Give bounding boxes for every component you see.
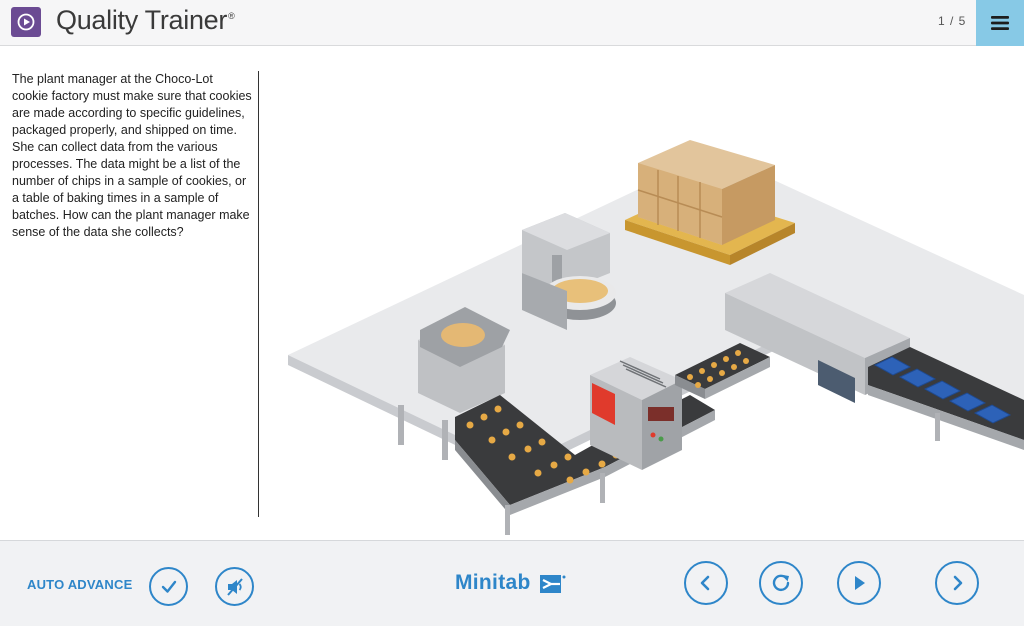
dough-hopper-icon bbox=[398, 307, 510, 460]
registered-mark: ® bbox=[228, 11, 235, 21]
lesson-text: The plant manager at the Choco-Lot cooki… bbox=[12, 72, 252, 239]
chevron-left-icon bbox=[700, 575, 710, 591]
header-bar: Quality Trainer® 1 / 5 bbox=[0, 0, 1024, 46]
content-divider bbox=[258, 71, 259, 517]
minitab-logo-icon bbox=[540, 575, 566, 593]
content-area: The plant manager at the Choco-Lot cooki… bbox=[0, 47, 1024, 540]
brand-name: Minitab bbox=[455, 571, 531, 594]
right-conveyor-icon bbox=[675, 343, 770, 399]
page-indicator: 1 / 5 bbox=[938, 14, 967, 28]
packaging-conveyor-icon bbox=[868, 347, 1024, 450]
play-circle-logo-icon bbox=[11, 7, 41, 37]
menu-button[interactable] bbox=[976, 0, 1024, 46]
mixer-machine-icon bbox=[522, 213, 616, 330]
cookie-factory-illustration bbox=[288, 140, 1024, 535]
play-icon bbox=[855, 576, 865, 590]
audio-toggle-button[interactable] bbox=[215, 567, 254, 606]
replay-button[interactable] bbox=[759, 561, 803, 605]
previous-button[interactable] bbox=[684, 561, 728, 605]
auto-advance-toggle[interactable] bbox=[149, 567, 188, 606]
chevron-right-icon bbox=[953, 575, 963, 591]
pallet-boxes-icon bbox=[625, 140, 795, 265]
replay-icon bbox=[772, 574, 790, 592]
oven-icon bbox=[590, 357, 682, 470]
play-button[interactable] bbox=[837, 561, 881, 605]
auto-advance-label: AUTO ADVANCE bbox=[27, 577, 133, 592]
checkmark-icon bbox=[161, 580, 176, 593]
mute-audio-icon bbox=[226, 577, 243, 596]
hamburger-menu-icon bbox=[991, 16, 1009, 30]
footer-bar: AUTO ADVANCE Minitab bbox=[0, 540, 1024, 626]
next-button[interactable] bbox=[935, 561, 979, 605]
app-title: Quality Trainer® bbox=[56, 5, 235, 35]
